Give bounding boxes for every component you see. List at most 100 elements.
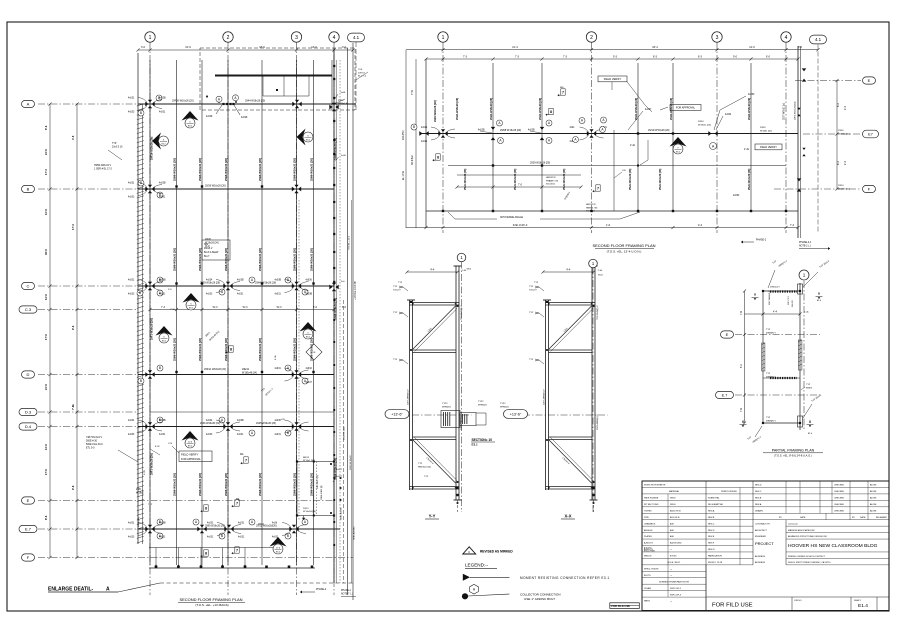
svg-text:E3.2: E3.2 bbox=[189, 308, 194, 310]
svg-text:A: A bbox=[234, 96, 237, 100]
svg-text:25H1-W16x26 [26]: 25H1-W16x26 [26] bbox=[563, 169, 566, 190]
svg-text:4x036: 4x036 bbox=[275, 420, 282, 422]
svg-text:7'-0: 7'-0 bbox=[518, 184, 523, 187]
svg-text:W'-3: W'-3 bbox=[213, 306, 219, 309]
svg-text:4x031: 4x031 bbox=[159, 197, 166, 199]
svg-text:7: 7 bbox=[236, 548, 238, 552]
svg-text:4888(H) V: 4888(H) V bbox=[766, 420, 777, 422]
svg-text:TO6: TO6 bbox=[358, 69, 363, 71]
svg-text:PHASE-2: PHASE-2 bbox=[756, 239, 767, 242]
svg-text:V-'N: V-'N bbox=[168, 443, 172, 445]
svg-text:TYP: TYP bbox=[424, 476, 429, 478]
svg-text:PHASE-2,1: PHASE-2,1 bbox=[799, 241, 812, 244]
svg-text:4x031: 4x031 bbox=[237, 294, 244, 296]
svg-text:29F1-W16x26 [26]: 29F1-W16x26 [26] bbox=[150, 318, 154, 340]
svg-text:24H6-W18x35 [35]: 24H6-W18x35 [35] bbox=[334, 458, 338, 480]
svg-text:4x03B: 4x03B bbox=[159, 183, 166, 185]
svg-text:25H1-W16x26 [26]: 25H1-W16x26 [26] bbox=[489, 98, 493, 120]
svg-text:D.3: D.3 bbox=[25, 409, 32, 414]
svg-text:E: E bbox=[868, 78, 871, 83]
svg-text:L20: L20 bbox=[281, 419, 285, 421]
svg-text:ADOM: ADOM bbox=[870, 497, 877, 500]
svg-text:6'-2: 6'-2 bbox=[741, 364, 743, 368]
svg-text:BY: BY bbox=[852, 517, 855, 519]
svg-text:25H1-W16x26 [26]: 25H1-W16x26 [26] bbox=[659, 169, 662, 190]
svg-text:4x08: 4x08 bbox=[272, 523, 278, 525]
svg-text:[3-4]: [3-4] bbox=[205, 246, 210, 248]
svg-text:A: A bbox=[304, 520, 307, 524]
svg-text:4x031: 4x031 bbox=[237, 434, 244, 436]
svg-text:9'-3: 9'-3 bbox=[613, 56, 618, 59]
svg-text:8: 8 bbox=[205, 551, 207, 555]
svg-text:E3.2: E3.2 bbox=[161, 144, 166, 146]
svg-text:B/4E3: B/4E3 bbox=[806, 387, 813, 389]
svg-text:25H6-W16x31 [26]: 25H6-W16x31 [26] bbox=[293, 338, 297, 361]
svg-text:4x028: 4x028 bbox=[241, 117, 248, 119]
svg-text:W1/4: W1/4 bbox=[467, 269, 473, 271]
svg-text:TYP2: TYP2 bbox=[442, 403, 448, 405]
svg-text:A: A bbox=[304, 290, 307, 294]
svg-text:2'-4: 2'-4 bbox=[845, 106, 847, 110]
svg-text:25H6-W16x31 [26]: 25H6-W16x31 [26] bbox=[293, 248, 297, 271]
svg-text:W1/4: W1/4 bbox=[598, 275, 604, 277]
svg-text:25H6-W16x31 [26]: 25H6-W16x31 [26] bbox=[224, 158, 228, 181]
svg-text:29/26: 29/26 bbox=[760, 127, 766, 129]
svg-text:4x03B: 4x03B bbox=[306, 294, 313, 296]
svg-text:JOB NO: JOB NO bbox=[794, 600, 802, 602]
svg-text:FRESNO UNIFIED SCHOOL DISTRICT: FRESNO UNIFIED SCHOOL DISTRICT bbox=[788, 556, 826, 558]
svg-text:B: B bbox=[159, 193, 161, 197]
svg-text:E3.2: E3.2 bbox=[306, 140, 311, 142]
svg-text:4x033: 4x033 bbox=[128, 112, 135, 114]
svg-text:PIPE: PIPE bbox=[644, 517, 649, 519]
svg-text:4x033: 4x033 bbox=[128, 294, 135, 296]
svg-text:W'4631 [20]: W'4631 [20] bbox=[838, 133, 850, 135]
svg-text:PARTIAL FRAMING PLAN: PARTIAL FRAMING PLAN bbox=[772, 449, 815, 453]
svg-text:E.7: E.7 bbox=[25, 526, 32, 531]
svg-text:4x02B: 4x02B bbox=[478, 130, 485, 132]
svg-text:E1.4: E1.4 bbox=[858, 603, 868, 609]
svg-text:TYP: TYP bbox=[112, 143, 117, 145]
svg-text:7'-3: 7'-3 bbox=[563, 56, 568, 59]
svg-text:29/68 W'16x26 [20]: 29/68 W'16x26 [20] bbox=[500, 129, 521, 132]
svg-text:A: A bbox=[106, 587, 110, 593]
svg-text:9'-16: 9'-16 bbox=[144, 469, 146, 475]
svg-text:TOS 2ND(E) V: TOS 2ND(E) V bbox=[461, 305, 463, 320]
svg-text:400x4 V: 400x4 V bbox=[204, 248, 213, 250]
svg-text:WELDS: WELDS bbox=[644, 556, 652, 558]
svg-text:4x031: 4x031 bbox=[128, 523, 135, 525]
svg-text:ARCHITECT: ARCHITECT bbox=[755, 529, 768, 532]
svg-text:REV-D: REV-D bbox=[708, 530, 715, 532]
svg-text:7'-W: 7'-W bbox=[411, 89, 414, 95]
svg-text:A36: A36 bbox=[670, 535, 675, 538]
svg-text:4x037: 4x037 bbox=[306, 382, 313, 384]
svg-text:7'-3: 7'-3 bbox=[463, 56, 468, 59]
svg-text:FOR FILD USE: FOR FILD USE bbox=[611, 604, 630, 608]
svg-text:FIELD VERIFY: FIELD VERIFY bbox=[604, 77, 622, 81]
svg-text:6'-0: 6'-0 bbox=[766, 56, 771, 59]
svg-text:4x034: 4x034 bbox=[206, 280, 213, 282]
svg-text:MANSON ASSOCIATES,INC: MANSON ASSOCIATES,INC bbox=[788, 529, 815, 532]
svg-text:7'-N: 7'-N bbox=[741, 311, 743, 315]
svg-text:29H6-W16x26 [16]: 29H6-W16x26 [16] bbox=[795, 101, 797, 120]
svg-text:4x028: 4x028 bbox=[206, 116, 213, 118]
svg-text:A: A bbox=[159, 534, 162, 538]
svg-text:4'-6: 4'-6 bbox=[71, 135, 75, 140]
svg-text:HB29/1/2/: HB29/1/2/ bbox=[546, 177, 556, 179]
svg-text:2969 W16x26 [26]: 2969 W16x26 [26] bbox=[205, 525, 225, 528]
svg-text:9'-0: 9'-0 bbox=[733, 56, 738, 59]
svg-text:TYP: TYP bbox=[418, 463, 423, 465]
svg-text:SECOND FLOOR FRAMING PLAN: SECOND FLOOR FRAMING PLAN bbox=[592, 243, 655, 248]
svg-text:PHASE-1: PHASE-1 bbox=[341, 589, 352, 592]
svg-text:TYP: TYP bbox=[529, 312, 534, 314]
svg-text:A: A bbox=[498, 121, 501, 125]
svg-text:29/06 [26]: 29/06 [26] bbox=[138, 517, 140, 527]
svg-text:X: X bbox=[809, 420, 812, 424]
svg-text:RM: RM bbox=[560, 87, 564, 89]
svg-text:17'-3: 17'-3 bbox=[71, 224, 75, 230]
svg-text:TS/HSS: TS/HSS bbox=[644, 510, 652, 512]
svg-text:WPB(07): WPB(07) bbox=[442, 406, 451, 408]
svg-text:A: A bbox=[548, 121, 551, 125]
svg-text:5: 5 bbox=[189, 121, 191, 123]
svg-text:25H1-W16x26 [26]: 25H1-W16x26 [26] bbox=[669, 98, 673, 120]
svg-text:1'-0k: 1'-0k bbox=[462, 270, 468, 272]
